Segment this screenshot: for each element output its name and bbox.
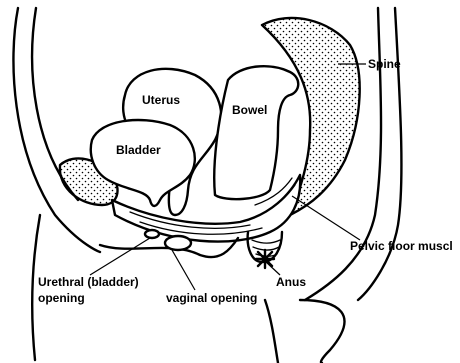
label-bladder: Bladder (116, 143, 161, 157)
label-pelvic-floor: Pelvic floor muscl (350, 239, 453, 253)
leader-vaginal (172, 250, 195, 290)
label-vaginal: vaginal opening (166, 291, 257, 305)
leader-urethral (90, 238, 150, 275)
label-urethral-line2: opening (38, 291, 85, 305)
bowel (214, 66, 298, 199)
anus-star-icon (256, 250, 274, 268)
urethral-opening-shape (145, 230, 159, 238)
thigh-back-outline (265, 300, 278, 363)
sphincter-line (252, 240, 280, 243)
leader-pelvic-floor (292, 196, 360, 240)
label-anus: Anus (276, 275, 306, 289)
buttock-outline (300, 300, 344, 363)
label-spine: Spine (368, 57, 401, 71)
outer-abdomen-outline (13, 8, 100, 252)
label-urethral-line1: Urethral (bladder) (38, 275, 139, 289)
label-uterus: Uterus (142, 93, 180, 107)
leader-anus (266, 262, 280, 275)
label-bowel: Bowel (232, 103, 267, 117)
vaginal-opening-shape (165, 236, 191, 250)
